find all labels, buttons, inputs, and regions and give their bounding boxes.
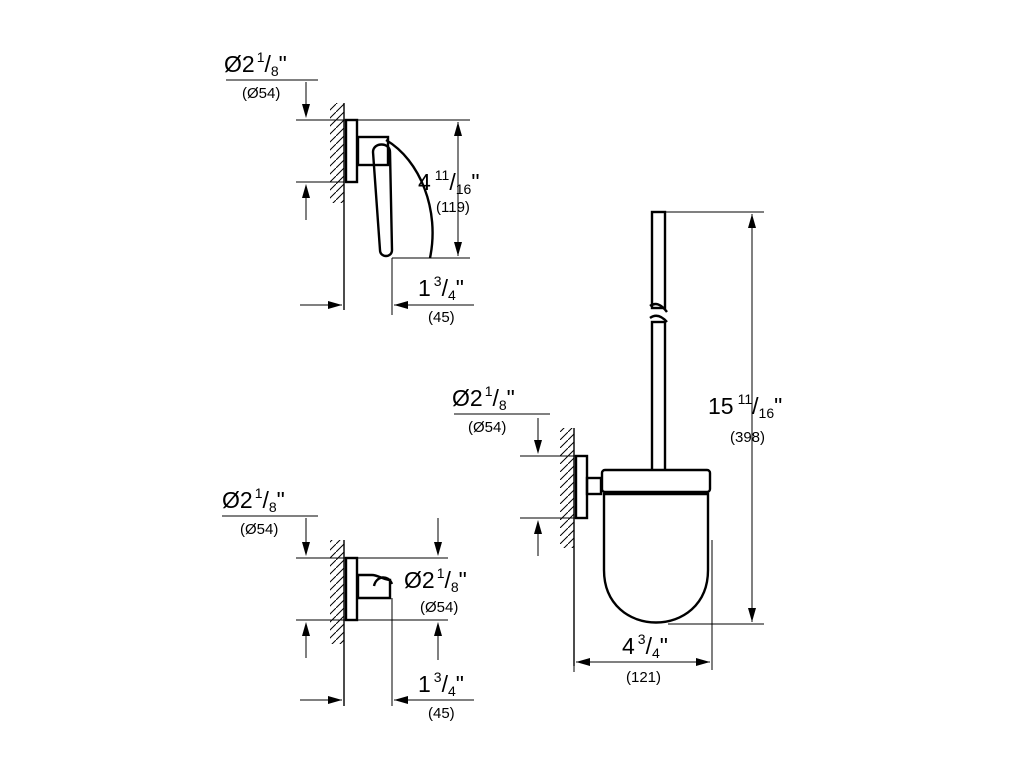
paper-holder-arm bbox=[371, 143, 394, 258]
paper-holder-rosette bbox=[344, 118, 359, 184]
toilet-brush-handle-bottom bbox=[650, 320, 667, 474]
toilet-brush-width-mm: (121) bbox=[626, 669, 661, 686]
paper-holder-height-mm: (119) bbox=[436, 199, 470, 216]
robe-hook-drawing bbox=[222, 515, 474, 706]
paper-holder-drawing bbox=[226, 79, 474, 315]
toilet-brush-height-mm: (398) bbox=[730, 429, 765, 446]
toilet-brush-connector bbox=[585, 476, 603, 496]
paper-holder-flap bbox=[385, 138, 434, 259]
toilet-brush-diameter-mm: (Ø54) bbox=[468, 419, 506, 436]
paper-holder-projection-mm: (45) bbox=[428, 309, 455, 326]
toilet-brush-lid bbox=[600, 468, 712, 494]
toilet-brush-bowl bbox=[602, 492, 710, 624]
toilet-brush-handle-top bbox=[650, 210, 667, 310]
robe-hook-hook-diameter-mm: (Ø54) bbox=[420, 599, 458, 616]
toilet-brush-wall-hatch bbox=[560, 428, 574, 548]
robe-hook-projection-mm: (45) bbox=[428, 705, 455, 722]
robe-hook-diameter-mm: (Ø54) bbox=[240, 521, 278, 538]
toilet-brush-drawing bbox=[454, 210, 764, 672]
robe-hook-rosette bbox=[344, 556, 359, 622]
robe-hook-tip bbox=[372, 576, 394, 587]
robe-hook-wall-hatch bbox=[330, 540, 344, 644]
paper-holder-diameter-mm: (Ø54) bbox=[242, 85, 280, 102]
toilet-brush-rosette bbox=[574, 454, 589, 520]
paper-holder-wall-hatch bbox=[330, 103, 344, 203]
